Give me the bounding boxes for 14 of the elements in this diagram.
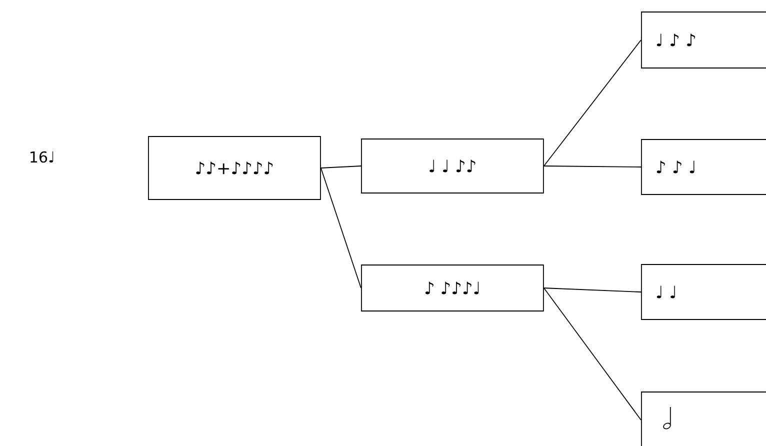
rhythm-box: ♩ ♩: [641, 264, 766, 320]
rhythm-box: ♩ ♪ ♪: [641, 12, 766, 68]
connector-line: [543, 288, 642, 292]
connector-line: [320, 166, 362, 168]
rhythm-box: [641, 392, 766, 446]
note-value-label: 16♩: [30, 151, 54, 163]
rhythm-box: ♪♪+♪♪♪♪: [148, 136, 321, 200]
connector-line: [543, 166, 642, 168]
connector-line: [320, 168, 362, 288]
rhythm-box: ♪ ♪♪♪♩: [361, 264, 544, 312]
connector-line: [543, 40, 642, 166]
rhythm-box: ♩ ♩ ♪♪: [361, 138, 544, 194]
connector-line: [543, 288, 642, 420]
rhythm-box: ♪ ♪ ♩: [641, 139, 766, 195]
